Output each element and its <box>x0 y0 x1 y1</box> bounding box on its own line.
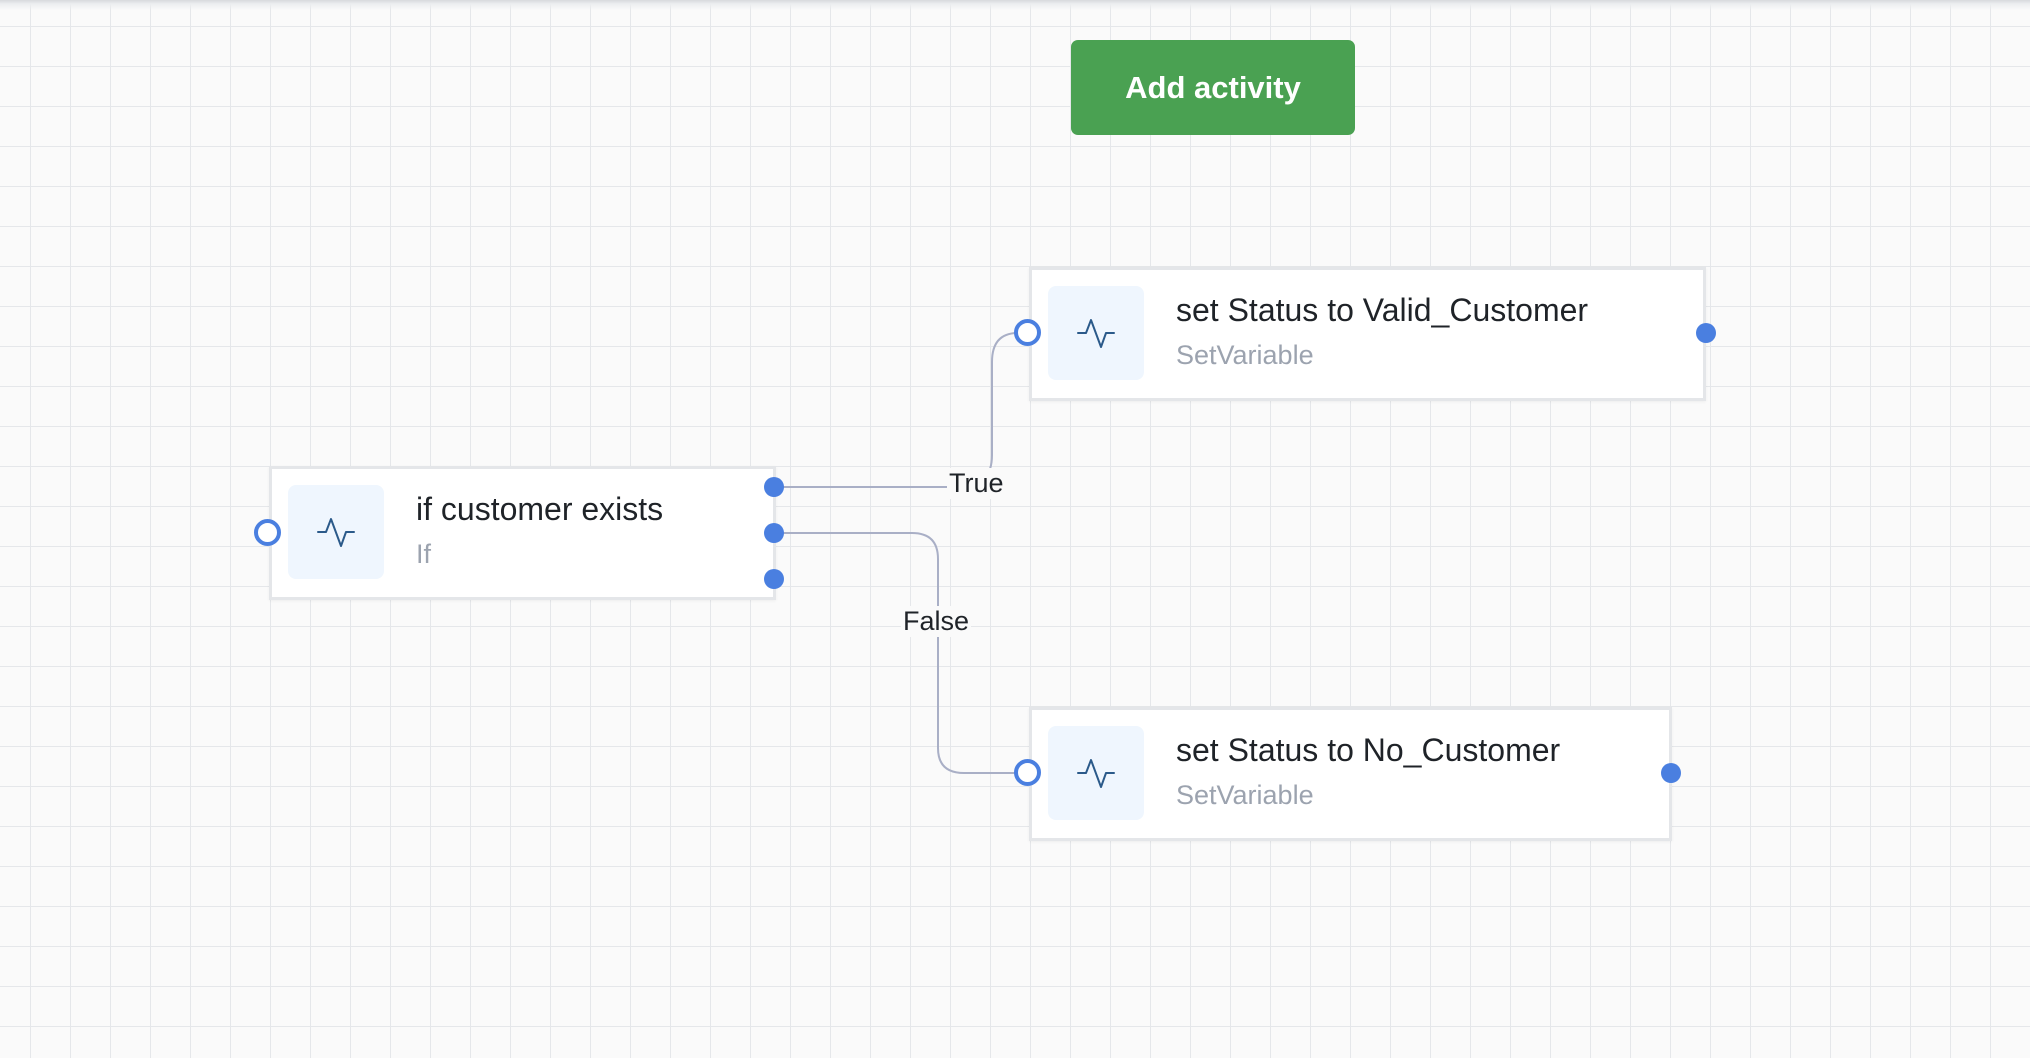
activity-node-set-status-valid-customer[interactable]: set Status to Valid_Customer SetVariable <box>1029 267 1706 401</box>
activity-pulse-icon <box>317 518 355 547</box>
activity-node-set-status-no-customer[interactable]: set Status to No_Customer SetVariable <box>1029 707 1672 841</box>
add-activity-button[interactable]: Add activity <box>1071 40 1355 135</box>
node-title: set Status to Valid_Customer <box>1176 292 1589 328</box>
no-node-output-port[interactable] <box>1661 763 1681 783</box>
node-type: SetVariable <box>1176 340 1314 370</box>
top-divider <box>0 0 2030 10</box>
node-title: set Status to No_Customer <box>1176 732 1561 768</box>
edge-label-false: False <box>901 606 972 637</box>
activity-pulse-icon <box>1077 319 1115 348</box>
if-node-output-port-done[interactable] <box>764 569 784 589</box>
activity-node-if-customer-exists[interactable]: if customer exists If <box>269 466 776 600</box>
valid-node-output-port[interactable] <box>1696 323 1716 343</box>
activity-icon-box <box>288 485 384 579</box>
node-type: If <box>416 539 432 569</box>
activity-icon-box <box>1048 286 1144 380</box>
edge-true <box>783 332 1027 488</box>
if-node-input-port[interactable] <box>254 519 281 546</box>
if-node-output-port-true[interactable] <box>764 477 784 497</box>
edge-false <box>783 532 1027 774</box>
activity-icon-box <box>1048 726 1144 820</box>
no-node-input-port[interactable] <box>1014 759 1041 786</box>
node-title: if customer exists <box>416 491 664 527</box>
edge-label-true: True <box>947 468 1006 499</box>
valid-node-input-port[interactable] <box>1014 319 1041 346</box>
if-node-output-port-false[interactable] <box>764 523 784 543</box>
activity-pulse-icon <box>1077 759 1115 788</box>
node-type: SetVariable <box>1176 780 1314 810</box>
